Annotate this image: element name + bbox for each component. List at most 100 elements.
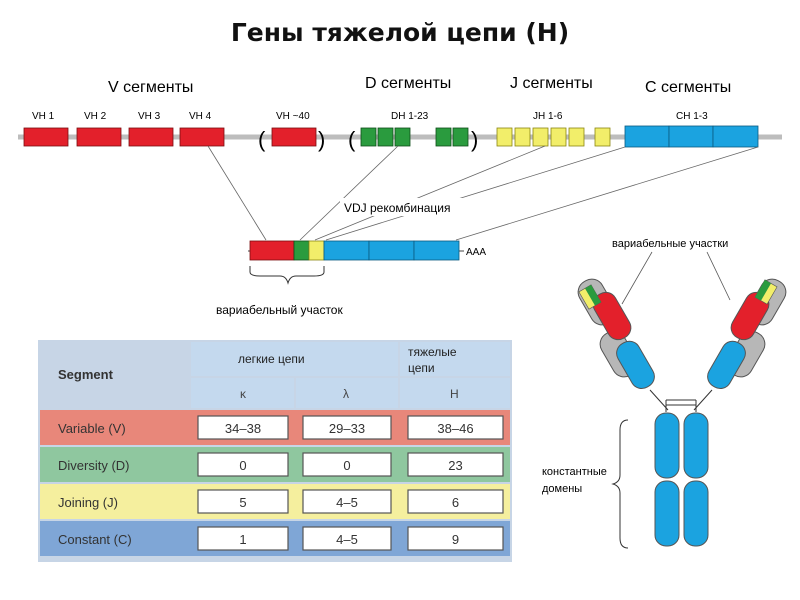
fc-ch2-left: [654, 412, 680, 479]
c-segment-2: [668, 125, 714, 148]
j-segment-2: [514, 127, 531, 147]
d-segments-header: D сегменты: [365, 75, 451, 92]
value-box: [407, 526, 504, 551]
vh40-label: VH ~40: [276, 111, 310, 122]
fc-ch2-right: [683, 412, 709, 479]
value-box: [302, 526, 392, 551]
v-segments-header: V сегменты: [108, 79, 193, 96]
row-label: Constant (C): [58, 532, 132, 547]
heavy-chain-gene-map: V сегменты D сегменты J сегменты C сегме…: [18, 75, 782, 317]
value-text: 0: [343, 458, 350, 473]
mrna-c3: [413, 240, 460, 261]
constant-domains-label-1: константные: [542, 466, 607, 478]
d-segment-3: [394, 127, 411, 147]
right-fab-arm: [707, 278, 787, 389]
v-close-paren: ): [318, 127, 325, 152]
j-segments-header: J сегменты: [510, 75, 593, 92]
variable-region-label: вариабельный участок: [216, 303, 343, 317]
j-segment-3: [532, 127, 549, 147]
value-box: [407, 452, 504, 477]
recomb-line-j: [314, 145, 546, 241]
d-segment-5: [452, 127, 469, 147]
vh1-segment: [23, 127, 69, 147]
header-light-cell: [191, 342, 398, 376]
mrna-c1: [323, 240, 370, 261]
constant-domains-bracket: [611, 419, 629, 549]
c-segments-header: C сегменты: [645, 79, 731, 96]
header-heavy-line2: цепи: [408, 361, 435, 375]
mrna-d: [293, 240, 310, 261]
c-segment-1: [624, 125, 670, 148]
mrna-c2: [368, 240, 415, 261]
c-segment-3: [712, 125, 759, 148]
value-text: 1: [239, 532, 246, 547]
antibody-diagram: вариабельные участки: [542, 238, 787, 549]
value-text: 34–38: [225, 421, 261, 436]
sub-h-cell: [400, 378, 510, 408]
value-text: 9: [452, 532, 459, 547]
sub-l-cell: [296, 378, 398, 408]
header-segment-cell: [40, 342, 189, 408]
row-label: Variable (V): [58, 421, 126, 436]
j-segment-1: [496, 127, 513, 147]
left-heavy-ch1: [616, 340, 655, 389]
value-text: 23: [448, 458, 462, 473]
value-box: [302, 415, 392, 440]
value-box: [302, 489, 392, 514]
constant-domains-label-2: домены: [542, 483, 582, 495]
header-heavy-line1: тяжелые: [408, 345, 457, 359]
right-heavy-ch1: [707, 340, 746, 389]
vh4-label: VH 4: [189, 111, 212, 122]
value-box: [302, 452, 392, 477]
left-fab-arm: [577, 278, 655, 389]
ch-label: CH 1-3: [676, 111, 708, 122]
sub-header-l: λ: [343, 387, 349, 401]
page-title: Гены тяжелой цепи (Н): [230, 18, 570, 47]
vh3-label: VH 3: [138, 111, 161, 122]
value-box: [407, 489, 504, 514]
vh2-segment: [76, 127, 122, 147]
recomb-line-c2: [455, 146, 759, 241]
value-text: 0: [239, 458, 246, 473]
sub-k-cell: [191, 378, 294, 408]
d-close-paren: ): [471, 127, 478, 152]
value-text: 5: [239, 495, 246, 510]
value-text: 6: [452, 495, 459, 510]
recomb-line-d: [299, 145, 399, 241]
value-text: 4–5: [336, 532, 358, 547]
value-box: [197, 452, 289, 477]
row-label: Diversity (D): [58, 458, 130, 473]
header-light-chains: легкие цепи: [238, 352, 305, 366]
value-text: 38–46: [437, 421, 473, 436]
header-heavy-cell: [400, 342, 510, 376]
recomb-line-v: [207, 145, 267, 241]
hinge-region: [649, 389, 713, 412]
segment-count-table: Segment легкие цепи тяжелые цепи κ λ H V…: [38, 340, 512, 562]
v-open-paren: (: [258, 127, 266, 152]
header-segment: Segment: [58, 367, 114, 382]
d-segment-2: [377, 127, 394, 147]
j-segment-4: [550, 127, 567, 147]
value-box: [197, 415, 289, 440]
mrna-j: [308, 240, 325, 261]
value-text: 29–33: [329, 421, 365, 436]
sub-header-k: κ: [240, 387, 247, 401]
left-heavy-vh: [592, 291, 632, 341]
variable-regions-label: вариабельные участки: [612, 238, 728, 250]
d-open-paren: (: [348, 127, 356, 152]
sub-header-h: H: [450, 387, 459, 401]
row-label: Joining (J): [58, 495, 118, 510]
j-segment-6: [594, 127, 611, 147]
recomb-line-c1: [325, 146, 626, 241]
vh4-segment: [179, 127, 225, 147]
vh40-segment: [271, 127, 317, 147]
value-box: [197, 489, 289, 514]
fc-ch3-left: [654, 480, 680, 547]
jh-label: JH 1-6: [533, 111, 563, 122]
vh2-label: VH 2: [84, 111, 107, 122]
value-box: [407, 415, 504, 440]
vh1-label: VH 1: [32, 111, 55, 122]
poly-a-label: AAA: [466, 247, 486, 258]
vdj-recombination-label: VDJ рекомбинация: [344, 201, 450, 215]
